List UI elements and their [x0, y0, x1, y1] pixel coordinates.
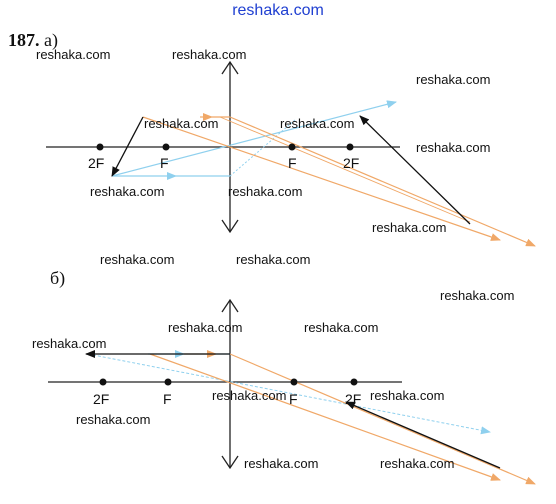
watermark: reshaka.com — [244, 456, 319, 471]
focal-points-b — [99, 378, 358, 386]
object-arrow-b — [345, 401, 501, 469]
label-f-left-b: F — [163, 391, 172, 407]
watermark: reshaka.com — [236, 252, 311, 267]
part-a-label: а) — [44, 30, 58, 50]
label-f-left-a: F — [160, 155, 169, 171]
watermark: reshaka.com — [90, 184, 165, 199]
watermark: reshaka.com — [172, 47, 247, 62]
watermark: reshaka.com — [100, 252, 175, 267]
watermark: reshaka.com — [212, 388, 287, 403]
part-b-label: б) — [50, 268, 66, 288]
diagram-a: 2F F F 2F — [46, 60, 536, 247]
watermark: reshaka.com — [380, 456, 455, 471]
label-f-right-a: F — [288, 155, 297, 171]
label-2f-left-b: 2F — [93, 391, 109, 407]
point-2f-left-b — [99, 378, 107, 386]
point-2f-right-b — [350, 378, 358, 386]
label-2f-right-b: 2F — [345, 391, 361, 407]
label-2f-left-a: 2F — [88, 155, 104, 171]
watermark: reshaka.com — [228, 184, 303, 199]
site-header[interactable]: reshaka.com — [232, 2, 324, 19]
watermark: reshaka.com — [304, 320, 379, 335]
point-2f-left-a — [96, 143, 104, 151]
watermark: reshaka.com — [280, 116, 355, 131]
ray-orange-a1 — [142, 116, 501, 241]
watermark: reshaka.com — [372, 220, 447, 235]
ray-orange-a5 — [219, 116, 471, 223]
problem-label: 187. а) — [8, 30, 58, 51]
watermark: reshaka.com — [416, 72, 491, 87]
watermark: reshaka.com — [416, 140, 491, 155]
ray-orange-b2 — [149, 353, 501, 481]
point-2f-right-a — [346, 143, 354, 151]
label-f-right-b: F — [289, 391, 298, 407]
rays-a — [111, 100, 536, 247]
label-2f-right-a: 2F — [343, 155, 359, 171]
ray-orange-b3 — [229, 353, 536, 485]
watermark: reshaka.com — [370, 388, 445, 403]
point-f-right-a — [288, 143, 296, 151]
lens-b — [221, 298, 239, 470]
watermark: reshaka.com — [76, 412, 151, 427]
watermark: reshaka.com — [168, 320, 243, 335]
image-arrow-a — [111, 116, 144, 177]
watermark: reshaka.com — [36, 47, 111, 62]
diagram-b: 2F F F 2F — [48, 298, 536, 485]
watermark: reshaka.com — [440, 288, 515, 303]
point-f-left-a — [162, 143, 170, 151]
problem-number: 187. — [8, 30, 40, 50]
point-f-left-b — [164, 378, 172, 386]
object-arrow-a — [359, 115, 471, 225]
point-f-right-b — [290, 378, 298, 386]
ray-blue-a1 — [111, 100, 397, 177]
ray-blue-b3 — [87, 353, 491, 435]
watermark: reshaka.com — [144, 116, 219, 131]
watermark: reshaka.com — [32, 336, 107, 351]
ray-orange-a4 — [229, 116, 536, 247]
focal-points-a — [96, 143, 354, 151]
